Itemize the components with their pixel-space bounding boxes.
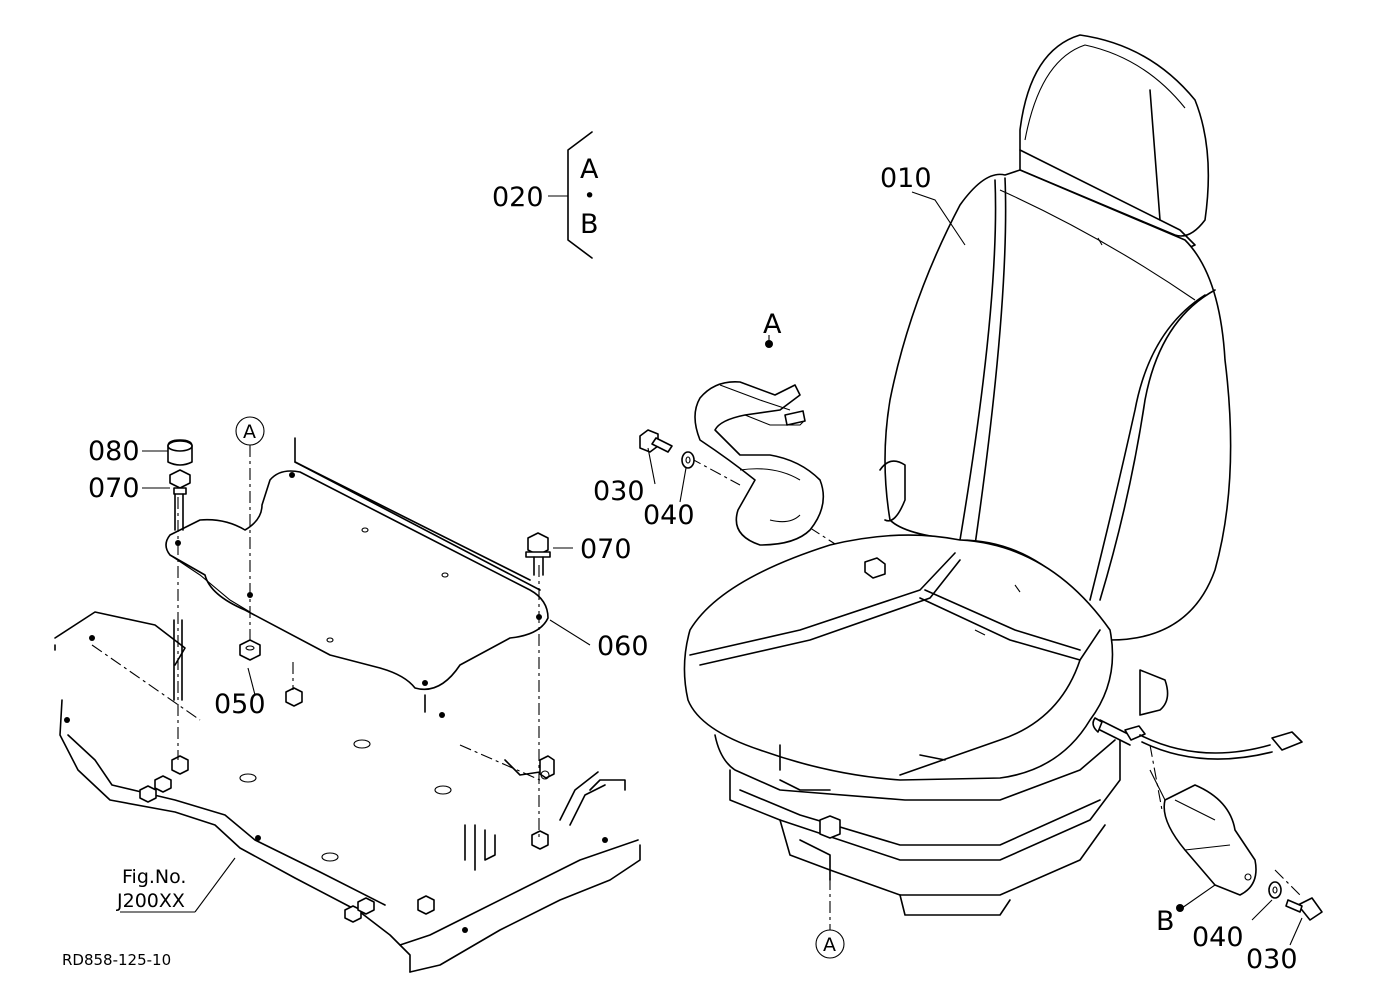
group-bracket <box>548 131 593 259</box>
seat-belt-b <box>1149 769 1257 896</box>
label-010: 010 <box>880 163 932 194</box>
label-fig-ref-1: Fig.No. <box>122 866 186 888</box>
floor-frame <box>54 611 641 973</box>
belt-b-dot <box>1176 904 1184 912</box>
belt-a-dot <box>765 340 773 348</box>
label-circle-a-bottom: A <box>823 934 836 956</box>
label-circle-a-top: A <box>243 421 256 443</box>
label-030-top: 030 <box>593 476 645 507</box>
label-fig-ref-2: J200XX <box>116 890 185 912</box>
label-080: 080 <box>88 436 140 467</box>
label-070-left: 070 <box>88 473 140 504</box>
bolt-right <box>525 532 555 780</box>
circle-a-bottom-ring <box>815 929 845 959</box>
label-060: 060 <box>597 631 649 662</box>
label-040-top: 040 <box>643 500 695 531</box>
circle-a-top-ring <box>235 416 265 446</box>
label-020-a: A <box>580 154 599 185</box>
label-020-dot: • <box>584 185 595 207</box>
drawing-code: RD858-125-10 <box>62 951 171 969</box>
belt-fasteners <box>639 429 1323 921</box>
label-050: 050 <box>214 689 266 720</box>
seat-assembly <box>683 34 1303 916</box>
label-040-bottom: 040 <box>1192 922 1244 953</box>
label-070-right: 070 <box>580 534 632 565</box>
label-belt-a: A <box>763 309 782 340</box>
center-lines <box>91 445 1301 930</box>
label-020: 020 <box>492 182 544 213</box>
fasteners-left <box>167 439 261 701</box>
mounting-plate <box>165 437 549 713</box>
label-020-b: B <box>580 209 599 240</box>
leader-lines <box>120 191 1303 946</box>
label-belt-b: B <box>1156 906 1175 937</box>
label-030-bottom: 030 <box>1246 944 1298 975</box>
seat-belt-a <box>694 381 825 546</box>
